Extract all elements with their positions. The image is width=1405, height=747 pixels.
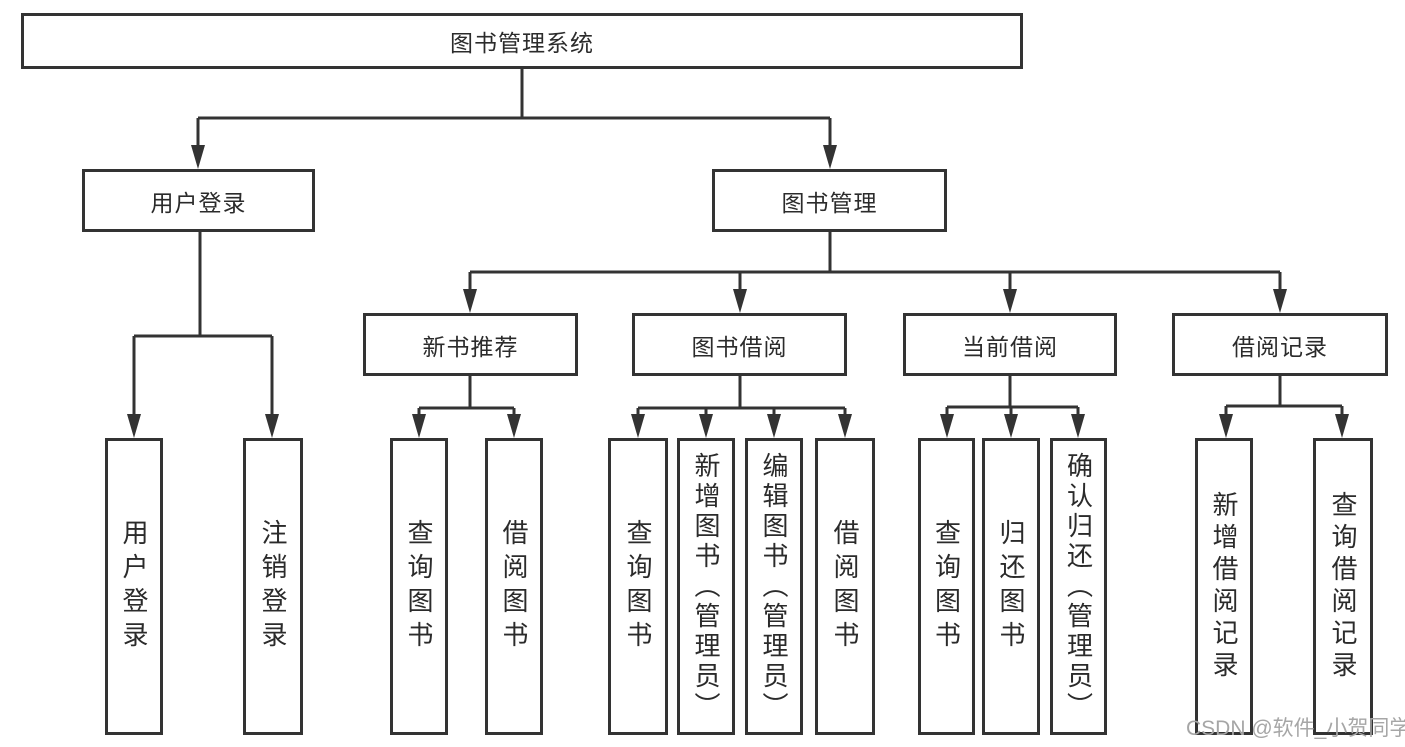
node-user-login: 用户登录 (82, 169, 315, 232)
node-borrow-books-action: 借阅图书 (815, 438, 875, 735)
node-borrow-books-recommend: 借阅图书 (485, 438, 543, 735)
node-confirm-return-admin: 确认归还（管理员） (1050, 438, 1107, 735)
connector-book-management-to-level3 (463, 232, 1287, 313)
node-label: 编辑图书（管理员） (759, 451, 789, 722)
node-label: 查询图书 (931, 518, 962, 655)
node-query-books-current: 查询图书 (918, 438, 975, 735)
node-label: 新增借阅记录 (1209, 490, 1239, 683)
node-book-management: 图书管理 (712, 169, 947, 232)
node-label: 借阅图书 (830, 518, 860, 655)
node-label: 注销登录 (258, 518, 288, 655)
node-label: 归还图书 (996, 518, 1026, 655)
node-label: 图书管理系统 (450, 30, 594, 56)
node-label: 用户登录 (119, 518, 149, 655)
node-query-books-borrow: 查询图书 (608, 438, 668, 735)
node-label: 用户登录 (150, 189, 247, 216)
node-label: 图书借阅 (691, 333, 788, 360)
node-new-book-recommend: 新书推荐 (363, 313, 578, 376)
node-return-books: 归还图书 (982, 438, 1040, 735)
node-label: 新书推荐 (422, 333, 519, 360)
connector-user-login-to-children (127, 232, 279, 438)
node-current-borrow: 当前借阅 (903, 313, 1117, 376)
node-borrow-records: 借阅记录 (1172, 313, 1388, 376)
node-logout-action: 注销登录 (243, 438, 303, 735)
node-label: 借阅记录 (1232, 333, 1328, 360)
node-edit-books-admin: 编辑图书（管理员） (745, 438, 803, 735)
node-label: 查询图书 (623, 518, 653, 655)
node-label: 查询图书 (404, 518, 434, 655)
watermark-text: CSDN @软件_小贺同学 (1186, 717, 1405, 740)
node-label: 当前借阅 (962, 333, 1058, 360)
node-user-login-action: 用户登录 (105, 438, 163, 735)
node-label: 新增图书（管理员） (691, 451, 721, 722)
node-add-borrow-record: 新增借阅记录 (1195, 438, 1253, 735)
node-query-borrow-record: 查询借阅记录 (1313, 438, 1373, 735)
node-label: 确认归还（管理员） (1063, 451, 1094, 722)
node-book-borrow: 图书借阅 (632, 313, 847, 376)
node-label: 借阅图书 (499, 518, 529, 655)
connector-borrow-records-to-children (1219, 376, 1349, 438)
node-label: 图书管理 (781, 189, 878, 216)
node-add-books-admin: 新增图书（管理员） (677, 438, 735, 735)
connector-new-book-recommend-to-children (412, 376, 521, 438)
connector-current-borrow-to-children (940, 376, 1085, 438)
connector-root-to-level2 (191, 69, 837, 169)
connector-book-borrow-to-children (631, 376, 852, 438)
node-label: 查询借阅记录 (1328, 490, 1358, 683)
node-query-books-recommend: 查询图书 (390, 438, 448, 735)
node-book-management-system: 图书管理系统 (21, 13, 1023, 69)
